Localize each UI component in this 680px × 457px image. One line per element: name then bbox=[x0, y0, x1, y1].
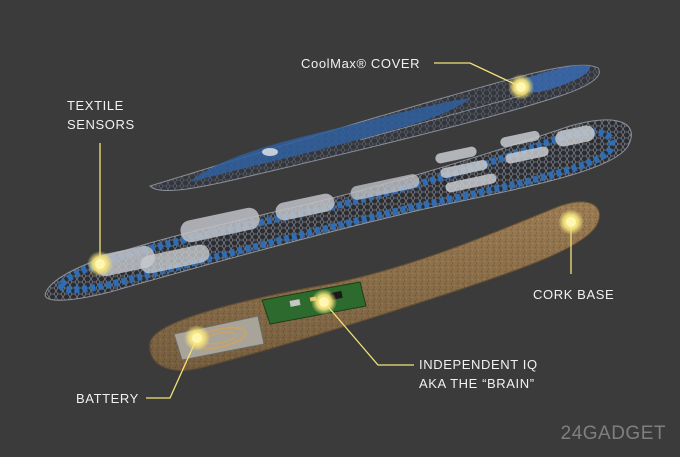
label-cork-base: CORK BASE bbox=[533, 287, 615, 302]
watermark-logo: 24GADGET bbox=[560, 423, 666, 444]
coolmax-cover-layer bbox=[149, 64, 600, 191]
label-textile-line1: TEXTILE bbox=[67, 98, 124, 113]
cork-marker-core bbox=[566, 217, 576, 227]
label-brain-line1: INDEPENDENT IQ bbox=[419, 357, 538, 372]
textile-marker-core bbox=[95, 259, 105, 269]
cork-base-layer bbox=[149, 201, 600, 371]
battery-marker-core bbox=[192, 333, 202, 343]
label-textile-sensors: TEXTILE SENSORS bbox=[67, 96, 135, 134]
label-independent-iq: INDEPENDENT IQ AKA THE “BRAIN” bbox=[419, 355, 538, 393]
cover-marker-core bbox=[516, 82, 526, 92]
label-textile-line2: SENSORS bbox=[67, 117, 135, 132]
brain-marker-core bbox=[319, 297, 329, 307]
callout-dots bbox=[87, 74, 584, 351]
label-brain-line2: AKA THE “BRAIN” bbox=[419, 376, 535, 391]
label-battery: BATTERY bbox=[76, 391, 139, 406]
label-coolmax-cover: CoolMax® COVER bbox=[301, 56, 421, 71]
textile-sensor-layer bbox=[44, 119, 632, 301]
